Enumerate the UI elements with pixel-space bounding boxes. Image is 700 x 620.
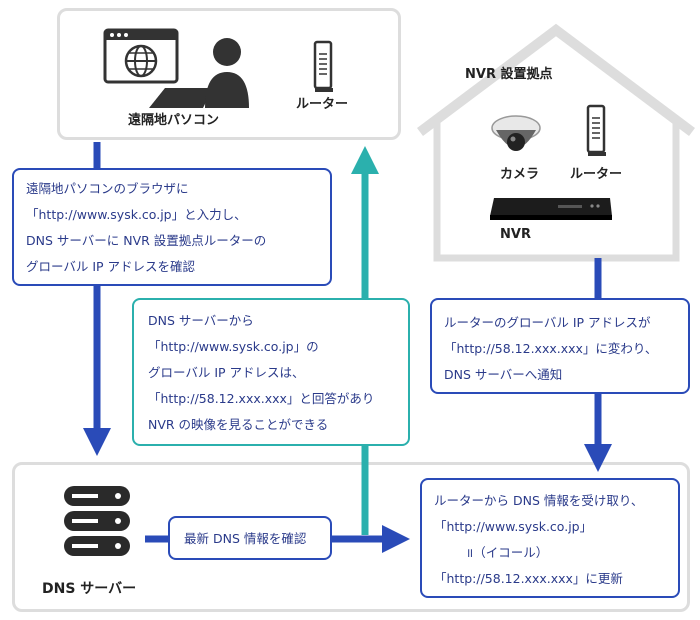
note-dns-update: ルーターから DNS 情報を受け取り、 「http://www.sysk.co.… — [420, 478, 680, 598]
router-top-label: ルーター — [296, 97, 349, 112]
computer-user-icon — [103, 28, 249, 108]
nvr-site-title: NVR 設置拠点 — [465, 67, 553, 82]
remote-pc-label: 遠隔地パソコン — [128, 113, 220, 128]
note-browser-query: 遠隔地パソコンのブラウザに 「http://www.sysk.co.jp」と入力… — [12, 168, 332, 286]
note-router-notify: ルーターのグローバル IP アドレスが 「http://58.12.xxx.xx… — [430, 298, 690, 394]
camera-label: カメラ — [500, 167, 540, 182]
dns-server-icon — [64, 486, 130, 556]
dns-server-label: DNS サーバー — [42, 581, 137, 597]
nvr-label: NVR — [500, 227, 531, 242]
router-icon — [313, 40, 333, 92]
nvr-recorder-icon — [490, 198, 612, 220]
note-dns-reply: DNS サーバーから 「http://www.sysk.co.jp」の グローバ… — [132, 298, 410, 446]
note-latest-dns: 最新 DNS 情報を確認 — [168, 516, 332, 560]
camera-icon — [491, 115, 541, 151]
router-icon — [586, 104, 606, 156]
nvr-router-label: ルーター — [570, 167, 623, 182]
